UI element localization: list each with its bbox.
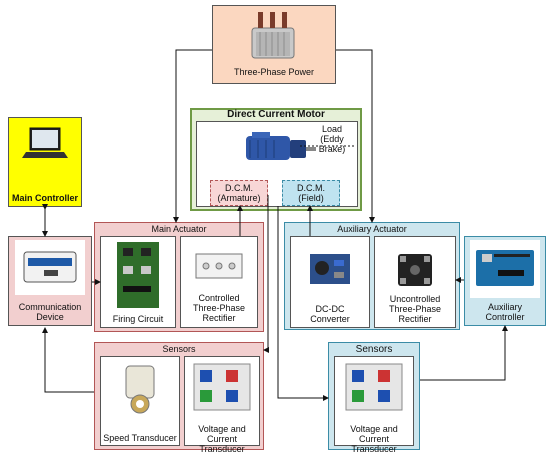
- uncontrolled-rectifier-label: Uncontrolled Three-Phase Rectifier: [388, 294, 442, 324]
- load-label: Load (Eddy Brake): [318, 124, 346, 154]
- connector-armature-sensors: [263, 195, 269, 353]
- field-label: D.C.M. (Field): [297, 183, 325, 203]
- connector-power-aux-actuator: [336, 49, 375, 223]
- dcdc-converter-image: [308, 250, 352, 288]
- dcdc-converter-label: DC-DC Converter: [310, 304, 350, 324]
- vc-transducer-right-image: [344, 360, 404, 414]
- connector-power-main-actuator: [173, 49, 212, 223]
- vc-transducer-right-label: Voltage and Current Transducer: [350, 424, 398, 454]
- dc-motor-title: Direct Current Motor: [227, 109, 325, 120]
- firing-circuit-image: [115, 240, 161, 310]
- transformer-image: [248, 10, 298, 62]
- laptop-icon: [22, 126, 68, 162]
- three-phase-power-label: Three-Phase Power: [233, 67, 315, 77]
- firing-circuit-label: Firing Circuit: [112, 314, 164, 324]
- vc-transducer-left-image: [192, 360, 252, 414]
- main-controller-label: Main Controller: [11, 193, 78, 203]
- connector-field-sensors: [277, 206, 329, 401]
- sensors-right-title: Sensors: [355, 344, 393, 355]
- daq-image: [20, 246, 80, 288]
- connector-sensors-aux-controller: [420, 325, 508, 381]
- controlled-rectifier-box: [180, 236, 258, 328]
- arduino-image: [474, 246, 536, 290]
- armature-box: [210, 180, 268, 206]
- speed-transducer-label: Speed Transducer: [103, 433, 177, 443]
- connector-sensors-communication: [42, 327, 94, 393]
- speed-transducer-image: [118, 362, 162, 416]
- auxiliary-actuator-title: Auxiliary Actuator: [337, 224, 407, 234]
- controlled-rectifier-label: Controlled Three-Phase Rectifier: [192, 293, 246, 323]
- motor-image: [238, 128, 318, 168]
- main-actuator-title: Main Actuator: [151, 224, 207, 234]
- bridge-rectifier-image: [394, 250, 436, 290]
- communication-device-label: Communication Device: [18, 302, 82, 322]
- vc-transducer-left-label: Voltage and Current Transducer: [198, 424, 246, 454]
- rectifier-module-image: [194, 248, 244, 284]
- auxiliary-controller-label: Auxiliary Controller: [485, 302, 525, 322]
- armature-label: D.C.M. (Armature): [217, 183, 261, 203]
- sensors-left-title: Sensors: [162, 344, 196, 354]
